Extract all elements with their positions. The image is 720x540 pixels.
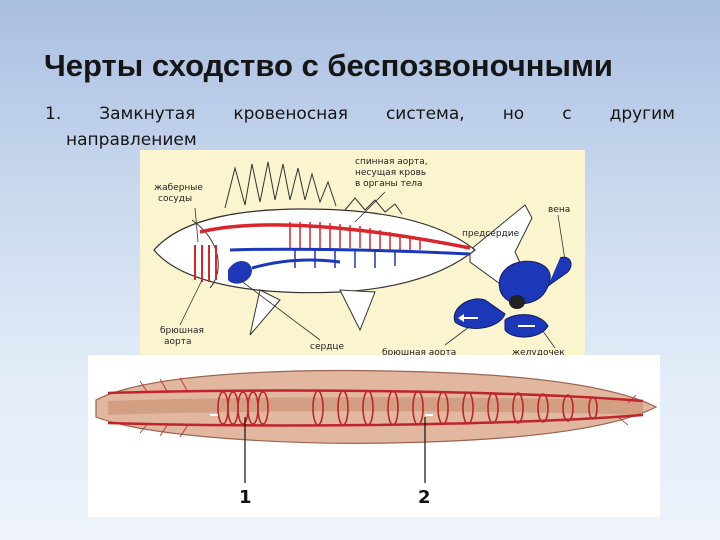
- slide-title: Черты сходство с беспозвоночными: [44, 48, 613, 84]
- fish-diagram-svg: спинная аорта, несущая кровь в органы те…: [140, 150, 585, 372]
- label-dorsal-aorta-3: в органы тела: [355, 179, 423, 189]
- label-dorsal-aorta-1: спинная аорта,: [355, 157, 428, 167]
- bullet-number: 1.: [45, 100, 61, 128]
- word-5: с: [562, 100, 571, 128]
- label-heart: сердце: [310, 342, 345, 352]
- worm-diagram-svg: 1 2: [88, 355, 660, 517]
- label-dorsal-aorta-2: несущая кровь: [355, 168, 426, 178]
- anal-fin: [340, 290, 375, 330]
- bullet-point: 1. Замкнутая кровеносная система, но с д…: [45, 100, 675, 154]
- label-vein: вена: [548, 205, 570, 215]
- label-gill-vessels-1: жаберные: [154, 183, 203, 193]
- label-ventral-aorta-left-2: аорта: [164, 337, 192, 347]
- word-4: но: [503, 100, 525, 128]
- label-ventral-aorta-left-1: брюшная: [160, 326, 204, 336]
- enlarged-heart: [454, 257, 571, 337]
- fish-circulation-figure: спинная аорта, несущая кровь в органы те…: [140, 150, 585, 372]
- word-1: Замкнутая: [99, 100, 195, 128]
- worm-circulation-figure: 1 2: [88, 355, 660, 517]
- label-gill-vessels-2: сосуды: [158, 194, 192, 204]
- label-2: 2: [418, 487, 431, 508]
- word-2: кровеносная: [233, 100, 348, 128]
- label-1: 1: [239, 487, 252, 508]
- pelvic-fin: [250, 290, 280, 335]
- bullet-line-1: 1. Замкнутая кровеносная система, но с д…: [45, 100, 675, 128]
- word-3: система,: [386, 100, 465, 128]
- word-6: другим: [610, 100, 675, 128]
- label-atrium: предсердие: [462, 229, 520, 239]
